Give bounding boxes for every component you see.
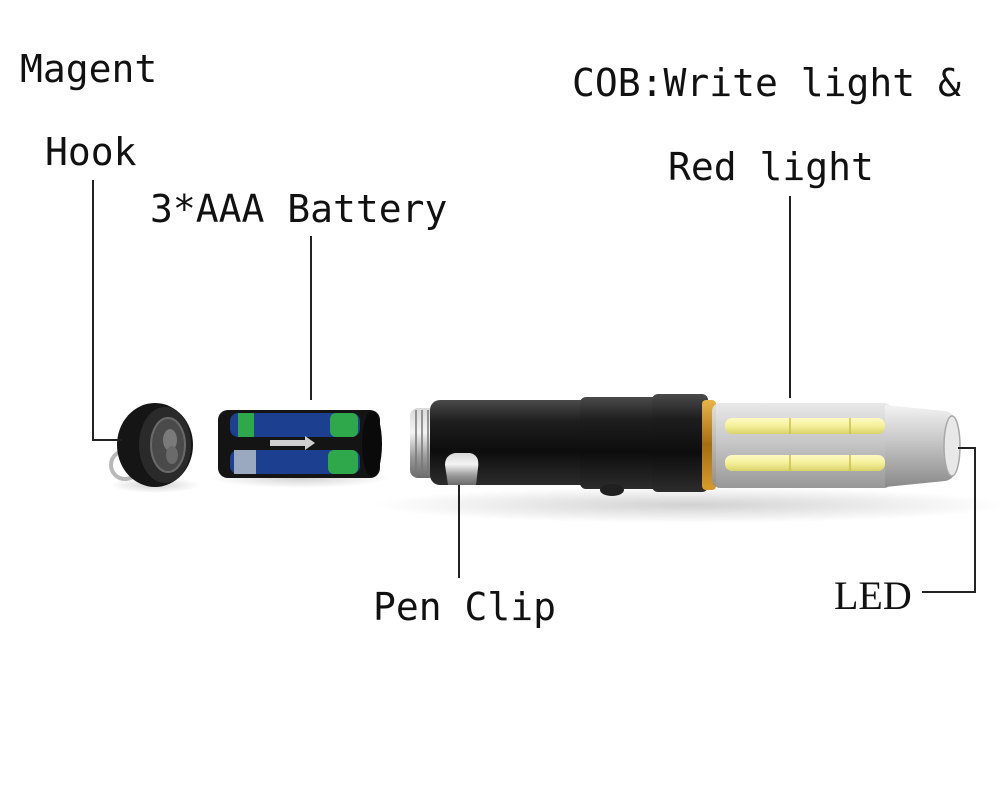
body-ridge [580, 397, 660, 489]
cob-strip-white [725, 418, 885, 434]
battery-holder-end [362, 411, 382, 477]
label-led: LED [834, 573, 912, 618]
label-pen-clip: Pen Clip [373, 585, 557, 629]
battery-cell-bottom-band [234, 450, 256, 474]
callout-line-hook [92, 180, 122, 441]
label-cob-line2: Red light [668, 145, 874, 189]
battery-holder [218, 410, 382, 478]
label-magnet: Magent [20, 47, 158, 91]
magnet-tail-cap [109, 403, 193, 487]
callout-lines [92, 180, 976, 593]
label-cob-line1: COB:Write light & [572, 61, 961, 105]
body-collar [652, 394, 708, 492]
pen-clip [445, 453, 479, 485]
battery-cell-bottom-band [328, 450, 358, 474]
label-battery: 3*AAA Battery [150, 187, 448, 231]
cob-tube [712, 403, 892, 488]
magnet-center [163, 429, 177, 451]
switch-button [600, 484, 624, 496]
led-head [885, 405, 960, 487]
flashlight-body [410, 394, 961, 496]
label-hook: Hook [45, 130, 137, 174]
cob-strip-red [725, 455, 885, 471]
battery-cell-bottom [230, 450, 360, 474]
battery-cell-top-band [238, 413, 254, 437]
battery-cell-top [230, 413, 360, 437]
battery-arrow-icon [270, 436, 315, 450]
ground-shadow [370, 487, 1000, 523]
led-lens [943, 415, 961, 477]
battery-cell-top-band [330, 413, 358, 437]
magnet-center [166, 446, 178, 464]
callout-line-led [922, 447, 976, 593]
